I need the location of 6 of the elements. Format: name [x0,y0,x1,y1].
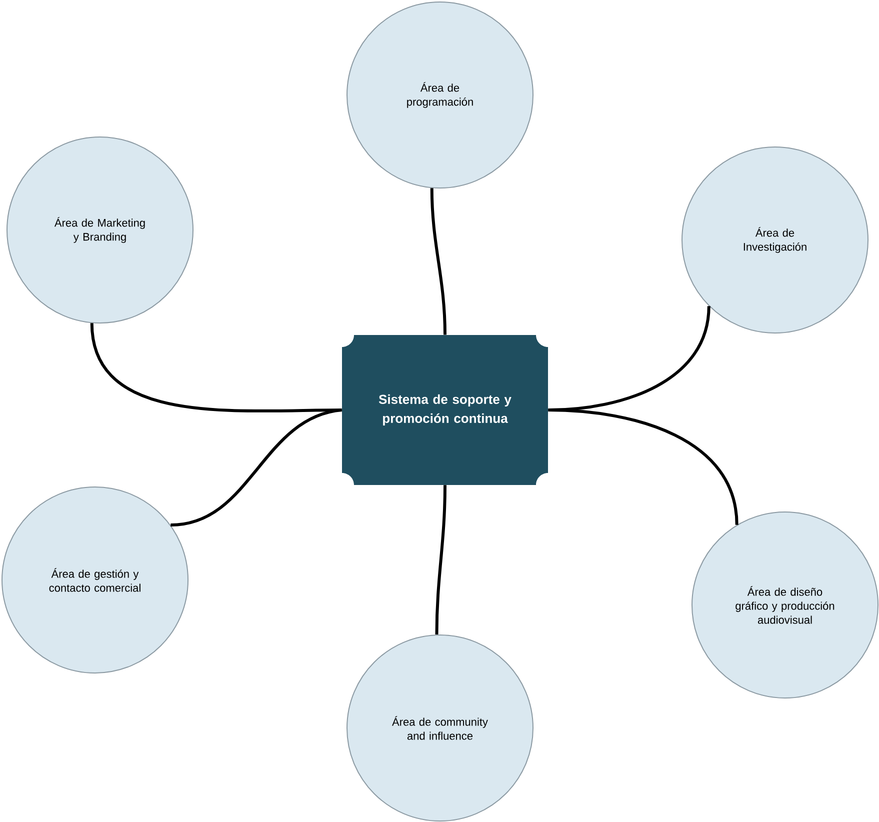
connector-line [430,188,446,335]
central-box: Sistema de soporte y promoción continua [342,334,548,485]
connector-line [90,322,342,412]
connector-line [548,408,738,525]
connector-line [170,408,342,527]
connector-line [435,485,446,635]
